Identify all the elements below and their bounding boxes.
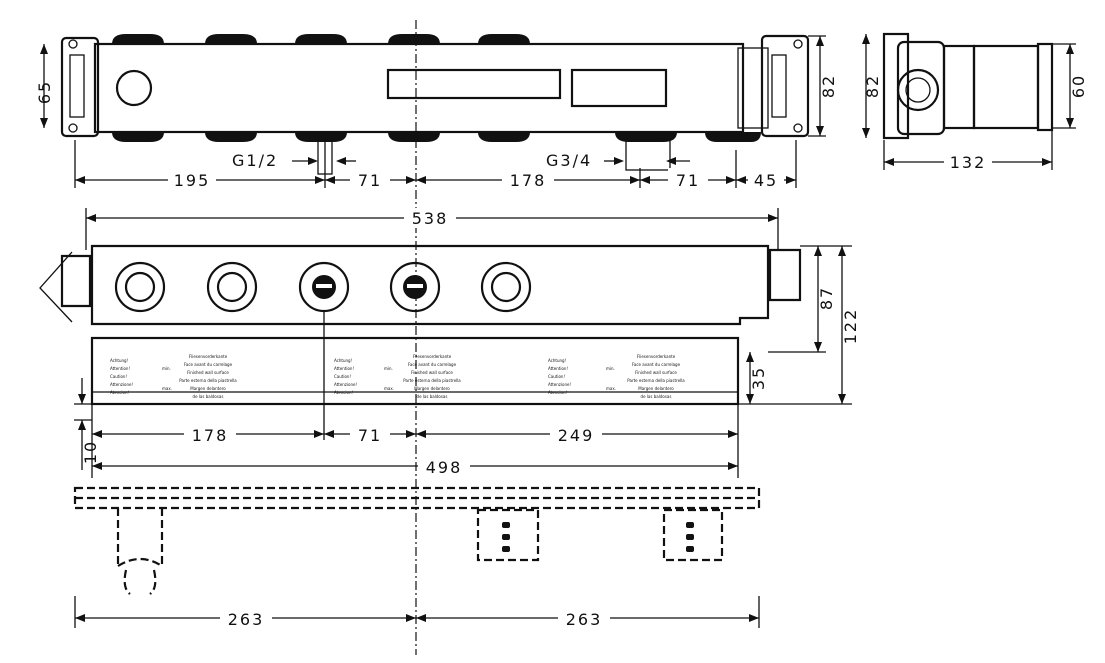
svg-text:Margen delantero: Margen delantero: [638, 386, 674, 391]
dim-263-right: 263: [566, 610, 603, 629]
svg-text:max.: max.: [162, 386, 172, 391]
svg-text:Attenzione!: Attenzione!: [110, 382, 133, 387]
dim-10: 10: [81, 440, 100, 464]
dim-249: 249: [558, 426, 595, 445]
svg-text:Finished wall surface: Finished wall surface: [635, 370, 677, 375]
side-plate: [882, 32, 910, 140]
side-view: 82 60 132: [862, 32, 1088, 172]
dim-71-b: 71: [676, 171, 700, 190]
dim-195: 195: [174, 171, 211, 190]
left-bracket: [60, 36, 100, 138]
svg-text:max.: max.: [606, 386, 616, 391]
dim-178-top: 178: [510, 171, 547, 190]
svg-text:Achtung!: Achtung!: [110, 358, 128, 363]
svg-text:Attenzione!: Attenzione!: [334, 382, 357, 387]
dim-35: 35: [749, 366, 768, 390]
template-label-3: Fliesenvorderkante Face avant du carrela…: [627, 354, 685, 399]
svg-text:Finished wall surface: Finished wall surface: [411, 370, 453, 375]
svg-text:Atencion!: Atencion!: [334, 390, 353, 395]
svg-text:Caution!: Caution!: [334, 374, 351, 379]
svg-text:Face avant du carrelage: Face avant du carrelage: [184, 362, 233, 367]
right-bracket: [760, 34, 810, 138]
dim-71-a: 71: [358, 171, 382, 190]
svg-text:de las baldosas: de las baldosas: [641, 394, 672, 399]
dim-178-front: 178: [192, 426, 229, 445]
svg-text:de las baldosas: de las baldosas: [417, 394, 448, 399]
svg-text:max.: max.: [384, 386, 394, 391]
svg-text:Atencion!: Atencion!: [548, 390, 567, 395]
svg-text:Fliesenvorderkante: Fliesenvorderkante: [637, 354, 676, 359]
svg-text:Attention!: Attention!: [110, 366, 130, 371]
svg-text:Parte esterna della piastrella: Parte esterna della piastrella: [627, 378, 685, 383]
dim-71-front: 71: [358, 426, 382, 445]
dim-263-left: 263: [228, 610, 265, 629]
svg-text:min.: min.: [162, 366, 171, 371]
dim-132: 132: [950, 153, 987, 172]
svg-text:Finished wall surface: Finished wall surface: [187, 370, 229, 375]
svg-text:Parte esterna della piastrella: Parte esterna della piastrella: [403, 378, 461, 383]
dim-60: 60: [1069, 74, 1088, 98]
svg-text:Fliesenvorderkante: Fliesenvorderkante: [189, 354, 228, 359]
dim-538: 538: [412, 209, 449, 228]
template-strip: [90, 336, 740, 406]
svg-text:Margen delantero: Margen delantero: [414, 386, 450, 391]
svg-text:Attention!: Attention!: [334, 366, 354, 371]
svg-text:Atencion!: Atencion!: [110, 390, 129, 395]
thread-g34: G3/4: [546, 151, 592, 170]
template-side-labels: Achtung! Attention! Caution! Attenzione!…: [110, 358, 616, 395]
dim-122: 122: [841, 308, 860, 345]
top-round-outlet: [115, 69, 153, 107]
template-label-1: Fliesenvorderkante Face avant du carrela…: [179, 354, 237, 399]
svg-text:Achtung!: Achtung!: [334, 358, 352, 363]
svg-text:min.: min.: [606, 366, 615, 371]
side-port: [896, 68, 940, 112]
dim-65: 65: [35, 80, 54, 104]
svg-text:Face avant du carrelage: Face avant du carrelage: [408, 362, 457, 367]
svg-text:de las baldosas: de las baldosas: [193, 394, 224, 399]
template-label-2: Fliesenvorderkante Face avant du carrela…: [403, 354, 461, 399]
top-port-nubs: [112, 34, 761, 142]
svg-text:Fliesenvorderkante: Fliesenvorderkante: [413, 354, 452, 359]
svg-text:Face avant du carrelage: Face avant du carrelage: [632, 362, 681, 367]
front-ports: [114, 261, 532, 313]
front-view: 538 Fliesenvorderkante Face avant du car…: [39, 208, 860, 478]
svg-text:Parte esterna della piastrella: Parte esterna della piastrella: [179, 378, 237, 383]
svg-text:min.: min.: [384, 366, 393, 371]
thread-g12: G1/2: [232, 151, 278, 170]
svg-text:Achtung!: Achtung!: [548, 358, 566, 363]
top-slot-left: [386, 68, 562, 100]
dim-82-side: 82: [863, 74, 882, 98]
svg-text:Caution!: Caution!: [110, 374, 127, 379]
top-body: [93, 42, 745, 134]
svg-text:Attenzione!: Attenzione!: [548, 382, 571, 387]
front-body: [90, 244, 770, 326]
dim-498: 498: [426, 458, 463, 477]
svg-text:Attention!: Attention!: [548, 366, 568, 371]
dim-82-top: 82: [819, 74, 838, 98]
dim-45: 45: [754, 171, 778, 190]
top-slot-right: [570, 68, 668, 108]
dim-87: 87: [817, 286, 836, 310]
svg-text:Margen delantero: Margen delantero: [190, 386, 226, 391]
svg-text:Caution!: Caution!: [548, 374, 565, 379]
top-view: 65 82 G1/2 G3/4 195 71 178: [35, 20, 838, 655]
bottom-view: 263 263: [73, 486, 761, 629]
